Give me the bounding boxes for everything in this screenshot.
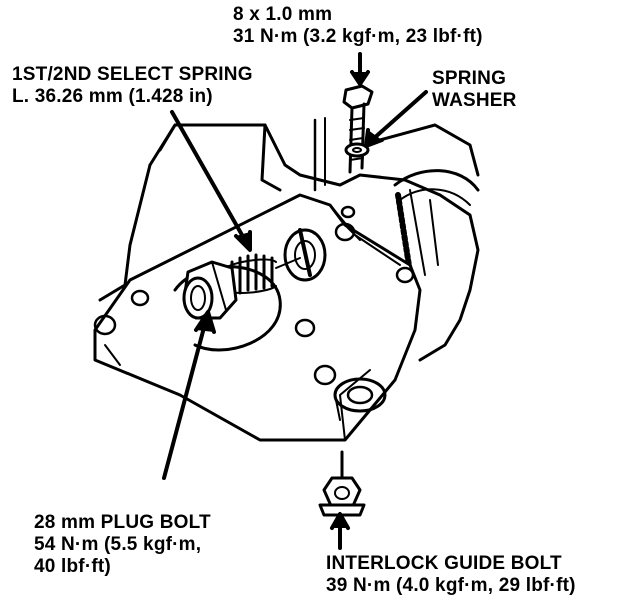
plug-bolt-torque: 54 N·m (5.5 kgf·m, bbox=[34, 534, 202, 555]
top-bolt-label: 8 x 1.0 mm 31 N·m (3.2 kgf·m, 23 lbf·ft) bbox=[233, 4, 483, 48]
interlock-guide-bolt bbox=[318, 450, 366, 517]
interlock-bolt-label: INTERLOCK GUIDE BOLT 39 N·m (4.0 kgf·m, … bbox=[326, 553, 576, 597]
interlock-bolt-torque: 39 N·m (4.0 kgf·m, 29 lbf·ft) bbox=[326, 575, 576, 596]
spring-washer-line2: WASHER bbox=[432, 90, 517, 111]
cover-plate bbox=[93, 193, 422, 442]
top-bolt bbox=[342, 84, 374, 174]
leader-arrows bbox=[162, 52, 428, 550]
top-bolt-torque: 31 N·m (3.2 kgf·m, 23 lbf·ft) bbox=[233, 26, 483, 47]
plug-bolt bbox=[182, 260, 238, 320]
top-bolt-size: 8 x 1.0 mm bbox=[233, 4, 333, 25]
plug-bolt-torque-cont: 40 lbf·ft) bbox=[34, 556, 111, 577]
plate-mounting-holes bbox=[93, 205, 415, 386]
plug-bolt-label: 28 mm PLUG BOLT 54 N·m (5.5 kgf·m, 40 lb… bbox=[34, 512, 211, 578]
select-spring-label: 1ST/2ND SELECT SPRING L. 36.26 mm (1.428… bbox=[12, 64, 253, 108]
spring-washer-label: SPRING WASHER bbox=[432, 68, 517, 112]
select-spring-length: L. 36.26 mm (1.428 in) bbox=[12, 86, 213, 107]
interlock-bolt-name: INTERLOCK GUIDE BOLT bbox=[326, 553, 562, 574]
interlock-guide-boss bbox=[333, 377, 387, 421]
spring-washer bbox=[344, 142, 370, 158]
plug-bolt-name: 28 mm PLUG BOLT bbox=[34, 512, 211, 533]
spring-washer-line1: SPRING bbox=[432, 68, 507, 89]
select-spring-name: 1ST/2ND SELECT SPRING bbox=[12, 64, 253, 85]
